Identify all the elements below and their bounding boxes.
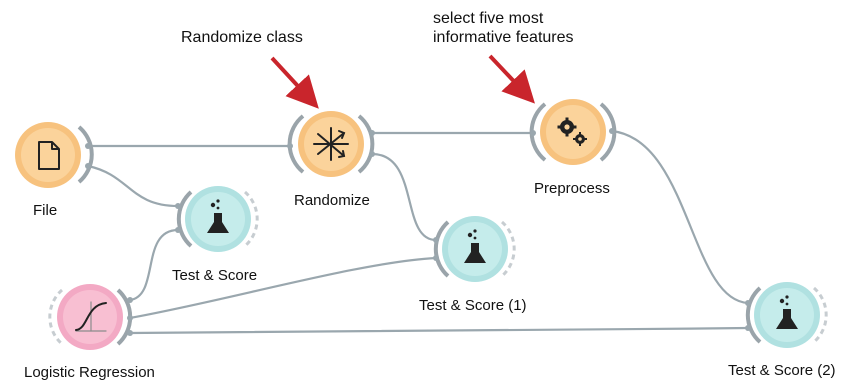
gears-icon: [557, 117, 587, 146]
document-icon: [38, 141, 60, 170]
link-logreg-to-test-score-2[interactable]: [128, 326, 750, 335]
flask-icon: [464, 229, 486, 263]
link-randomize-to-test-score-1[interactable]: [370, 152, 438, 242]
test-score-2-input-slot[interactable]: [745, 286, 762, 344]
widget-file[interactable]: [15, 122, 94, 188]
widget-test-score[interactable]: [175, 186, 259, 252]
test-score-output-slot: [243, 190, 259, 248]
widget-label-logistic-regression[interactable]: Logistic Regression: [24, 364, 155, 381]
flask-icon: [207, 199, 229, 233]
randomize-output-slot[interactable]: [357, 114, 375, 174]
link-logreg-to-test-score[interactable]: [128, 228, 180, 302]
link-logreg-to-test-score-1[interactable]: [128, 256, 438, 320]
flask-icon: [776, 295, 798, 329]
widget-preprocess[interactable]: [529, 99, 617, 165]
logreg-input-slot: [48, 288, 64, 346]
test-score-1-output-slot: [500, 220, 516, 278]
annotation-preprocess-line2: informative features: [433, 29, 574, 46]
test-score-2-output-slot: [812, 286, 828, 344]
annotation-randomize-class: Randomize class: [181, 29, 303, 46]
test-score-input-slot[interactable]: [176, 190, 193, 248]
widget-logistic-regression[interactable]: [48, 284, 133, 350]
widget-test-score-1[interactable]: [433, 216, 516, 282]
test-score-1-input-slot[interactable]: [433, 220, 450, 278]
widget-label-file[interactable]: File: [33, 202, 58, 219]
sigmoid-curve-icon: [75, 301, 107, 332]
widget-label-test-score-1[interactable]: Test & Score (1): [419, 297, 527, 314]
annotation-preprocess-line1: select five most: [433, 10, 544, 27]
annotation-arrow-randomize: [270, 56, 319, 109]
link-file-to-test-score[interactable]: [86, 164, 180, 208]
widget-label-randomize[interactable]: Randomize: [294, 192, 370, 209]
link-preprocess-to-test-score-2[interactable]: [610, 129, 750, 305]
annotation-arrow-preprocess: [488, 54, 535, 104]
widget-test-score-2[interactable]: [745, 282, 828, 348]
widget-label-test-score[interactable]: Test & Score: [172, 267, 258, 284]
widget-label-preprocess[interactable]: Preprocess: [534, 180, 610, 197]
widget-label-test-score-2[interactable]: Test & Score (2): [728, 362, 836, 379]
shuffle-arrows-icon: [313, 127, 349, 161]
file-output-slot[interactable]: [77, 125, 94, 184]
widget-randomize[interactable]: [287, 111, 375, 177]
